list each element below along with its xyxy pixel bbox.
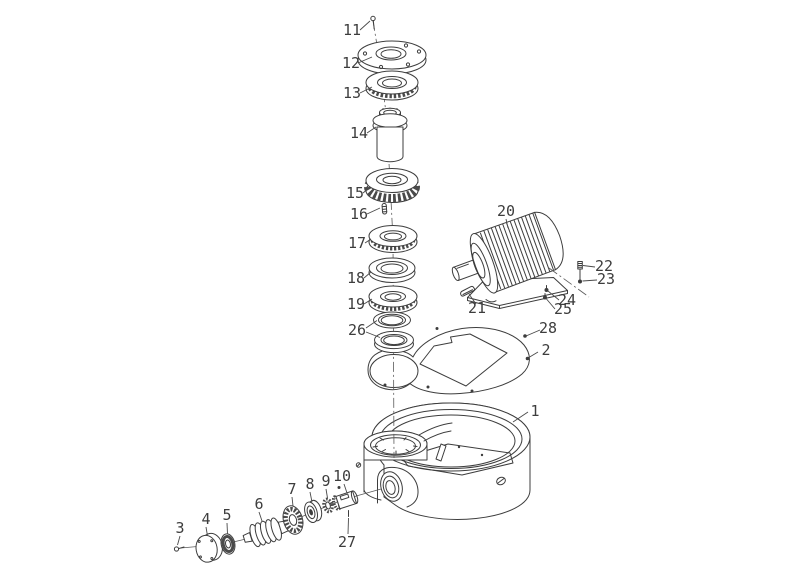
part-24-screw xyxy=(544,285,549,292)
part-label-23: 23 xyxy=(597,270,615,288)
part-14-quill-sleeve xyxy=(372,107,408,163)
part-label-6: 6 xyxy=(254,495,263,513)
callout-15: 15 xyxy=(346,184,370,202)
part-6-worm-shaft xyxy=(242,517,302,548)
part-8-flanged-bushing xyxy=(304,499,323,524)
part-20-motor xyxy=(451,211,564,294)
callout-28: 28 xyxy=(523,319,557,338)
callout-13: 13 xyxy=(343,84,373,102)
callout-21: 21 xyxy=(468,293,486,317)
part-9-pinion-gear xyxy=(322,497,334,514)
part-label-2: 2 xyxy=(541,341,550,359)
part-15-gear xyxy=(364,168,420,203)
callout-14: 14 xyxy=(350,124,377,142)
callout-1: 1 xyxy=(512,402,540,423)
callout-19: 19 xyxy=(347,295,373,313)
part-label-13: 13 xyxy=(343,84,361,102)
part-label-17: 17 xyxy=(348,234,366,252)
callout-7: 7 xyxy=(287,480,297,507)
callout-17: 17 xyxy=(348,234,372,252)
part-label-19: 19 xyxy=(347,295,365,313)
part-21-key xyxy=(460,285,476,297)
part-label-18: 18 xyxy=(347,269,365,287)
part-12-flange xyxy=(357,40,427,75)
screw-projection-axis xyxy=(548,267,590,298)
callout-22: 22 xyxy=(582,257,613,275)
part-22-screw xyxy=(577,261,583,280)
part-label-26: 26 xyxy=(348,321,366,339)
callout-11: 11 xyxy=(343,20,371,39)
part-11-screw xyxy=(370,15,376,30)
part-23-washer xyxy=(578,279,582,284)
part-label-20: 20 xyxy=(497,202,515,220)
part-3-screw xyxy=(173,546,185,552)
callout-2: 2 xyxy=(525,341,551,361)
callout-3: 3 xyxy=(175,519,185,546)
part-label-4: 4 xyxy=(201,510,210,528)
part-19-bearing xyxy=(368,285,418,314)
callout-5: 5 xyxy=(222,506,232,535)
part-label-22: 22 xyxy=(595,257,613,275)
part-4-cover-disc xyxy=(195,532,223,563)
part-label-14: 14 xyxy=(350,124,368,142)
part-label-25: 25 xyxy=(554,300,572,318)
part-label-12: 12 xyxy=(342,54,360,72)
part-13-bearing xyxy=(365,70,419,101)
part-25-screw xyxy=(543,293,547,300)
part-16-pin xyxy=(381,203,388,215)
callout-6: 6 xyxy=(254,495,264,522)
callout-4: 4 xyxy=(201,510,211,537)
part-7-bearing xyxy=(282,505,304,535)
part-label-15: 15 xyxy=(346,184,364,202)
callout-20: 20 xyxy=(497,202,515,229)
part-1-housing xyxy=(363,402,531,520)
part-2-gasket-plate xyxy=(367,327,530,395)
part-label-10: 10 xyxy=(333,467,351,485)
part-17-bearing xyxy=(368,225,418,253)
callout-9: 9 xyxy=(321,472,331,499)
part-label-5: 5 xyxy=(222,506,231,524)
small-screw-dot xyxy=(337,486,341,489)
part-label-11: 11 xyxy=(343,21,361,39)
part-10-shaft-sleeve xyxy=(331,490,359,511)
part-26-seal-rings xyxy=(373,311,414,354)
callout-27: 27 xyxy=(338,517,356,551)
callout-16: 16 xyxy=(350,205,381,223)
part-label-24: 24 xyxy=(558,291,576,309)
callout-26: 26 xyxy=(348,320,381,339)
callout-18: 18 xyxy=(347,269,372,287)
part-label-27: 27 xyxy=(338,533,356,551)
part-5-seal-ring xyxy=(220,533,236,555)
part-18-washer xyxy=(368,257,416,283)
callout-24: 24 xyxy=(547,290,576,309)
callout-8: 8 xyxy=(305,475,315,503)
part-label-1: 1 xyxy=(530,402,539,420)
part-label-28: 28 xyxy=(539,319,557,337)
callout-12: 12 xyxy=(342,54,373,72)
callout-25: 25 xyxy=(546,298,572,318)
part-label-16: 16 xyxy=(350,205,368,223)
part-label-3: 3 xyxy=(175,519,184,537)
callout-10: 10 xyxy=(333,467,351,494)
part-label-8: 8 xyxy=(305,475,314,493)
callout-23: 23 xyxy=(582,270,615,288)
part-label-21: 21 xyxy=(468,299,486,317)
part-label-9: 9 xyxy=(321,472,330,490)
part-label-7: 7 xyxy=(287,480,296,498)
small-set-screw xyxy=(355,462,362,468)
